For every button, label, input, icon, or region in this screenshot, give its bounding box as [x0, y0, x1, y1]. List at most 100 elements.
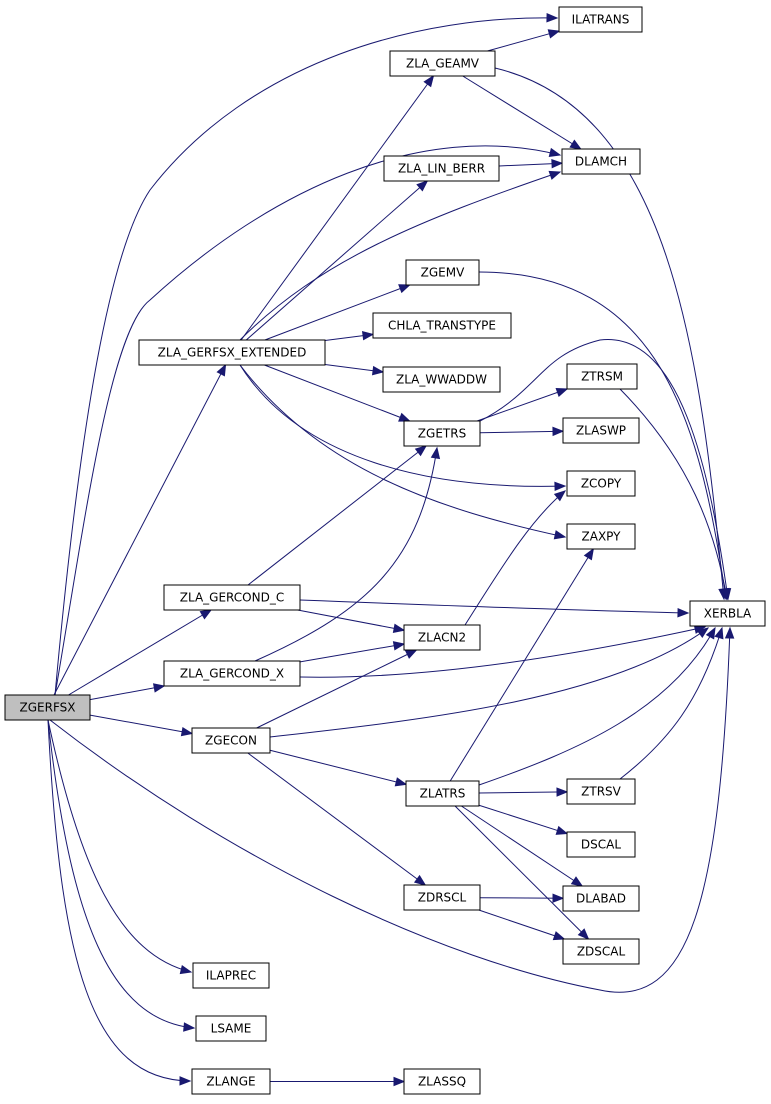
node-zla-gercond-x[interactable]: ZLA_GERCOND_X — [163, 660, 301, 687]
edge-line — [478, 804, 568, 835]
edge-zla-gerfsx-extended-to-chla-transtype — [324, 331, 375, 342]
node-box — [403, 1068, 481, 1095]
node-label: ZLASWP — [576, 424, 626, 438]
arrow-head-icon — [551, 158, 564, 169]
node-ztrsm[interactable]: ZTRSM — [566, 363, 638, 390]
node-label: LSAME — [211, 1022, 252, 1036]
node-lsame[interactable]: LSAME — [195, 1015, 267, 1042]
arrow-head-icon — [548, 147, 562, 158]
edge-zla-gerfsx-extended-to-zaxpy — [239, 364, 567, 540]
node-ztrsv[interactable]: ZTRSV — [566, 778, 636, 805]
edge-line — [299, 626, 706, 678]
node-zlange[interactable]: ZLANGE — [191, 1068, 271, 1095]
node-zgetrs[interactable]: ZGETRS — [403, 420, 481, 447]
node-zla-lin-berr[interactable]: ZLA_LIN_BERR — [383, 155, 500, 182]
arrow-head-icon — [414, 445, 428, 457]
edge-line — [54, 17, 558, 696]
node-box — [689, 600, 766, 627]
edge-line — [494, 67, 725, 600]
edge-line — [264, 284, 410, 341]
node-dlamch[interactable]: DLAMCH — [561, 148, 641, 175]
node-label: XERBLA — [704, 607, 752, 621]
node-label: ZAXPY — [582, 530, 622, 544]
node-label: ZLA_GERCOND_X — [180, 667, 284, 681]
edge-line — [247, 445, 427, 586]
node-label: ZLACN2 — [418, 631, 466, 645]
node-zlatrs[interactable]: ZLATRS — [405, 780, 480, 807]
edge-zla-gerfsx-extended-to-zla-geamv — [240, 74, 435, 341]
node-zlaswp[interactable]: ZLASWP — [562, 417, 640, 444]
arrow-head-icon — [393, 1076, 406, 1087]
arrow-head-icon — [555, 825, 569, 835]
edge-line — [619, 627, 723, 780]
node-zgemv[interactable]: ZGEMV — [405, 259, 480, 286]
edge-line — [240, 75, 434, 341]
edge-zgerfsx-to-zla-gercond-c — [68, 609, 213, 696]
edge-line — [49, 627, 731, 993]
edge-line — [89, 714, 193, 734]
node-label: ZCOPY — [581, 477, 622, 491]
node-dlabad[interactable]: DLABAD — [562, 885, 640, 912]
arrow-head-icon — [180, 726, 194, 737]
arrow-head-icon — [556, 787, 569, 797]
node-chla-transtype[interactable]: CHLA_TRANSTYPE — [372, 312, 512, 339]
node-zdscal[interactable]: ZDSCAL — [562, 938, 640, 965]
node-zla-wwaddw[interactable]: ZLA_WWADDW — [382, 366, 501, 393]
node-box — [4, 694, 91, 721]
node-label: ZLA_GEAMV — [406, 57, 480, 71]
edge-zgerfsx-to-zla-gerfsx-extended — [53, 363, 227, 696]
arrow-head-icon — [720, 587, 730, 601]
node-dscal[interactable]: DSCAL — [566, 831, 636, 858]
node-box — [405, 780, 480, 807]
node-label: ZLASSQ — [418, 1075, 466, 1089]
edge-zlatrs-to-zaxpy — [449, 547, 594, 782]
node-ilaprec[interactable]: ILAPREC — [192, 962, 270, 989]
edge-zlatrs-to-xerbla — [478, 626, 716, 786]
edge-zdrscl-to-dlabad — [479, 893, 565, 903]
arrow-head-icon — [430, 446, 441, 460]
node-zaxpy[interactable]: ZAXPY — [566, 523, 636, 550]
arrow-head-icon — [416, 180, 429, 192]
node-box — [389, 50, 496, 77]
node-box — [566, 523, 636, 550]
arrow-head-icon — [569, 139, 582, 150]
arrow-head-icon — [552, 931, 566, 941]
node-zgerfsx[interactable]: ZGERFSX — [4, 694, 91, 721]
node-zla-gercond-c[interactable]: ZLA_GERCOND_C — [163, 584, 301, 611]
node-label: ZLA_LIN_BERR — [398, 162, 485, 176]
node-box — [405, 259, 480, 286]
node-box — [195, 1015, 267, 1042]
node-zlassq[interactable]: ZLASSQ — [403, 1068, 481, 1095]
node-zla-geamv[interactable]: ZLA_GEAMV — [389, 50, 496, 77]
node-zla-gerfsx-extended[interactable]: ZLA_GERFSX_EXTENDED — [138, 339, 326, 366]
node-label: ZLA_WWADDW — [396, 373, 487, 387]
node-box — [192, 962, 270, 989]
node-label: ZLATRS — [420, 787, 466, 801]
edge-line — [462, 75, 582, 150]
arrow-head-icon — [152, 683, 166, 693]
edge-zla-gerfsx-extended-to-dlamch — [239, 170, 562, 341]
edge-zlacn2-to-zcopy — [464, 490, 567, 626]
edge-zgetrs-to-ztrsm — [476, 388, 569, 422]
arrow-head-icon — [423, 74, 435, 88]
edge-line — [269, 749, 407, 785]
edge-line — [449, 548, 594, 782]
arrow-head-icon — [404, 649, 418, 659]
node-label: ZGERFSX — [20, 701, 76, 715]
node-box — [191, 1068, 271, 1095]
arrow-head-icon — [179, 964, 193, 975]
node-zgecon[interactable]: ZGECON — [191, 727, 271, 754]
node-zlacn2[interactable]: ZLACN2 — [403, 624, 481, 651]
node-ilatrans[interactable]: ILATRANS — [558, 6, 643, 33]
arrow-head-icon — [392, 641, 406, 651]
node-zdrscl[interactable]: ZDRSCL — [403, 884, 481, 911]
edge-zla-gercond-c-to-zlacn2 — [297, 609, 406, 633]
node-zcopy[interactable]: ZCOPY — [566, 470, 636, 497]
edge-zgecon-to-zlatrs — [269, 749, 408, 787]
arrow-head-icon — [552, 426, 565, 437]
node-xerbla[interactable]: XERBLA — [689, 600, 766, 627]
arrow-head-icon — [583, 547, 594, 561]
edge-line — [478, 791, 568, 794]
node-label: CHLA_TRANSTYPE — [388, 319, 496, 333]
arrow-head-icon — [361, 331, 375, 341]
